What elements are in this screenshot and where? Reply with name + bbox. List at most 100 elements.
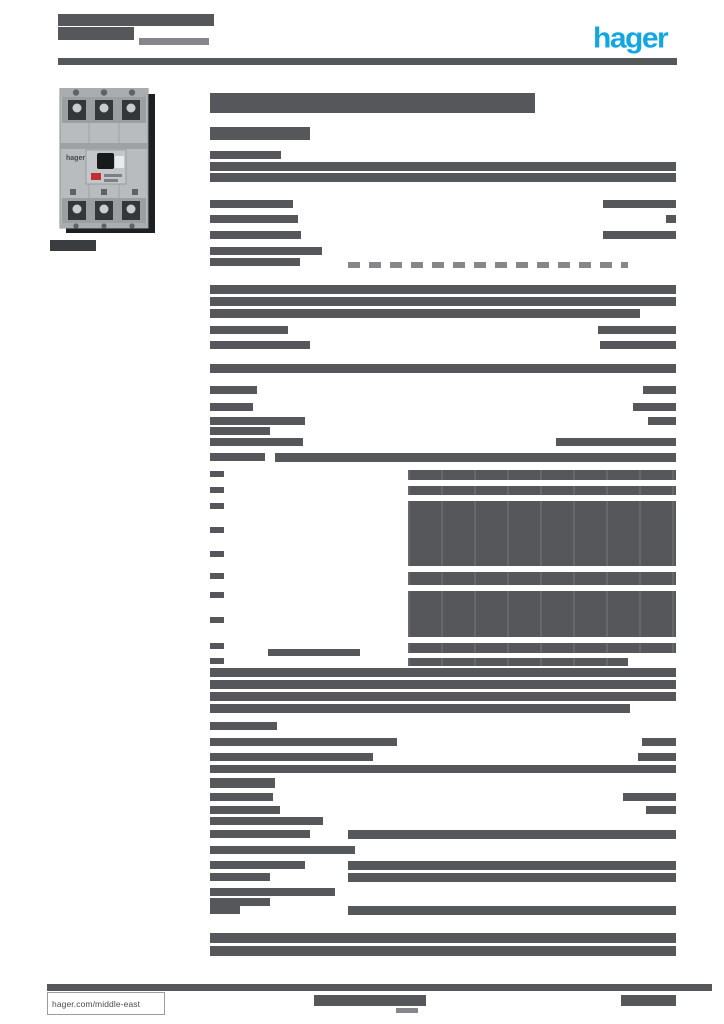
panel-row-labels-bar — [210, 503, 224, 509]
section-a-bar — [210, 215, 298, 223]
section-b-bar — [210, 438, 303, 446]
section-c-bar — [210, 817, 323, 825]
toggle-lever — [97, 153, 114, 169]
panel-row-labels-bar — [210, 592, 224, 598]
section-c-bar — [210, 946, 676, 956]
section-a-bar — [210, 231, 301, 239]
header-text-bar — [58, 27, 134, 40]
section-b-bar — [643, 386, 676, 394]
section-b2-bar — [210, 738, 397, 746]
section-a-bar — [210, 247, 322, 255]
section-a-bar — [210, 173, 676, 182]
photo-caption-bar — [50, 240, 96, 251]
page-title-bar — [210, 93, 535, 113]
top-screw-2 — [100, 89, 108, 96]
section-b2-bar — [210, 692, 676, 701]
header-rule-bar — [58, 58, 677, 65]
section-b2-bar — [210, 668, 676, 677]
section-b-bar — [210, 427, 270, 435]
panel-row-labels-bar — [210, 487, 224, 493]
top-terminal-row — [62, 97, 146, 123]
section-a-bar — [210, 297, 676, 306]
footer-text-bar — [621, 995, 676, 1006]
section-b2-bar — [210, 722, 277, 730]
data-panel-bar — [408, 486, 676, 495]
section-a-bar — [210, 309, 640, 318]
section-b-bar — [210, 364, 676, 373]
section-a-bar — [210, 258, 300, 266]
red-indicator — [91, 173, 101, 180]
section-b-bar — [556, 438, 676, 446]
footer-website-label: hager.com/middle-east — [52, 998, 141, 1009]
section-a-bar — [210, 200, 293, 208]
data-panel-bar — [408, 591, 676, 637]
product-photo-mccb: hager — [59, 88, 155, 233]
top-screw-1 — [72, 89, 80, 96]
data-panel-bar — [408, 643, 676, 653]
footer-website-link[interactable]: hager.com/middle-east — [47, 992, 165, 1015]
section-b-bar — [210, 386, 257, 394]
section-a-bar — [210, 162, 676, 171]
panel-row-labels-bar — [210, 551, 224, 557]
section-c-bar — [210, 846, 355, 854]
section-b2-bar — [210, 680, 676, 689]
panel-row-labels-bar — [210, 643, 224, 649]
section-a-bar — [598, 326, 676, 334]
section-b2-bar — [638, 753, 676, 761]
section-b-bar — [633, 403, 676, 411]
section-c-bar — [348, 830, 676, 839]
data-panel-bar — [408, 470, 676, 480]
bottom-terminal-row — [62, 198, 146, 223]
panel-row-labels-bar — [210, 527, 224, 533]
section-c-bar — [646, 806, 676, 814]
section-b2-bar — [642, 738, 676, 746]
panel-row-labels-bar — [210, 658, 224, 664]
mid-band — [60, 143, 148, 149]
hager-logo: hager — [593, 22, 669, 55]
header-text-bar — [58, 14, 214, 26]
section-a-bar — [210, 326, 288, 334]
section-c-bar — [348, 861, 676, 870]
section-c-bar — [210, 806, 280, 814]
section-a-bar — [210, 151, 281, 159]
section-c-bar — [210, 830, 310, 838]
section-b-bar — [275, 453, 676, 462]
section-c-bar — [623, 793, 676, 801]
section-b-bar — [210, 403, 253, 411]
section-c-bar — [210, 793, 273, 801]
header-text-bar — [139, 38, 209, 45]
section-b2-bar — [210, 753, 373, 761]
panel-row-labels-bar — [210, 617, 224, 623]
section-c-bar — [210, 933, 676, 943]
data-panel-bar — [408, 658, 628, 666]
toggle-cluster — [85, 149, 127, 185]
section-a-bar — [666, 215, 676, 223]
panel-row-labels-bar — [268, 649, 360, 656]
section-a-bar — [210, 285, 676, 294]
section-c-bar — [210, 898, 270, 906]
section-c-bar — [210, 888, 335, 896]
footer-text-bar — [396, 1008, 418, 1013]
panel-row-labels-bar — [210, 471, 224, 477]
section-a-bar — [603, 231, 676, 239]
footer-text-bar — [314, 995, 426, 1006]
section-b-bar — [648, 417, 676, 425]
section-b2-bar — [210, 765, 676, 773]
section-c-bar — [210, 873, 270, 881]
section-c-bar — [348, 873, 676, 882]
section-a-bar — [603, 200, 676, 208]
rating-sticker — [115, 156, 124, 168]
section-a-bar — [348, 262, 628, 268]
data-panel-bar — [408, 572, 676, 585]
footer-rule-bar — [47, 984, 712, 991]
section-a-bar — [210, 341, 310, 349]
section-b2-bar — [210, 704, 630, 713]
section-c-bar — [348, 906, 676, 915]
section-c-bar — [210, 861, 305, 869]
section-c-bar — [210, 906, 240, 914]
section-b-bar — [210, 453, 265, 461]
breaker-brand-text: hager — [66, 155, 85, 162]
section-a-bar — [600, 341, 676, 349]
panel-row-labels-bar — [210, 573, 224, 579]
